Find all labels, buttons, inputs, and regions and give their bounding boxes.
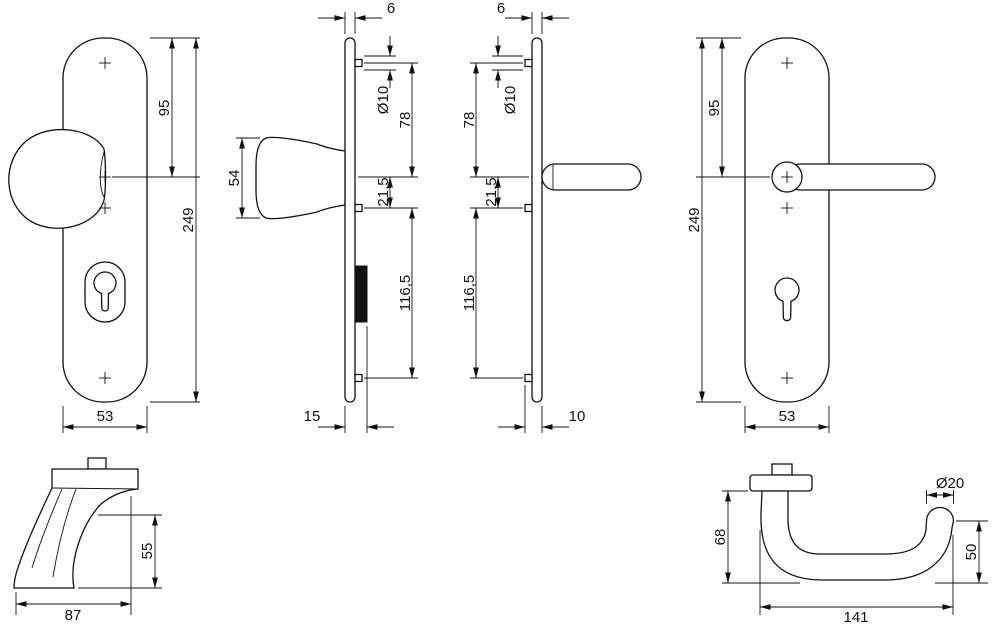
view-front-knob-plate: 95 249 53 <box>8 37 200 433</box>
lever-front <box>786 163 936 191</box>
dim-label-d10: Ø10 <box>502 86 519 114</box>
lever-rosette-profile <box>749 474 813 492</box>
euro-cylinder-keyhole <box>93 271 117 312</box>
lever-profile <box>541 163 642 191</box>
dim-label-15: 15 <box>304 408 321 425</box>
dim-d20: Ø20 <box>926 475 964 504</box>
dim-55: 55 <box>78 514 162 589</box>
dim-15-bottom: 15 <box>304 326 394 433</box>
cylinder-housing-section <box>354 265 368 323</box>
knob-contour-line-2 <box>52 488 77 578</box>
lever-spindle-nub <box>771 463 793 476</box>
knob-front <box>8 128 107 229</box>
dim-label-53: 53 <box>779 408 796 425</box>
cylinder-guard-outline <box>84 261 126 323</box>
dim-label-21-5: 21,5 <box>483 177 500 206</box>
dim-10-bottom: 10 <box>498 385 585 433</box>
dim-label-78: 78 <box>461 112 478 129</box>
knob-cap-underside-line <box>51 487 139 490</box>
screw-boss-top <box>524 58 533 68</box>
view-profile-knob: 6 54 Ø10 78 21,5 116,5 <box>226 0 418 433</box>
dim-label-53: 53 <box>97 408 114 425</box>
dim-chain-right: Ø10 78 21,5 116,5 <box>358 36 418 379</box>
dim-label-249: 249 <box>180 207 197 232</box>
dim-label-54: 54 <box>226 170 243 187</box>
view-profile-lever: 6 Ø10 78 21,5 116,5 10 <box>461 0 642 433</box>
dim-label-249: 249 <box>686 207 703 232</box>
screw-boss-bottom <box>354 373 363 383</box>
knob-profile <box>255 136 346 220</box>
dim-54: 54 <box>226 137 260 219</box>
dim-label-6: 6 <box>497 0 505 17</box>
backplate-outline <box>744 37 830 403</box>
dim-label-78: 78 <box>397 112 414 129</box>
dim-50: 50 <box>935 520 988 584</box>
dim-53: 53 <box>744 406 830 433</box>
dim-249: 249 <box>150 38 200 403</box>
dim-label-10: 10 <box>569 408 586 425</box>
dim-label-68: 68 <box>712 529 729 546</box>
screw-marks <box>781 57 793 384</box>
lever-side-outline <box>760 490 955 581</box>
dim-label-55: 55 <box>139 543 156 560</box>
screw-boss-bottom <box>524 373 533 383</box>
dim-249: 249 <box>686 38 741 403</box>
knob-spindle-nub <box>87 457 107 470</box>
euro-cylinder-keyhole <box>774 277 800 322</box>
dim-label-50: 50 <box>963 544 980 561</box>
dim-label-d10: Ø10 <box>375 86 392 114</box>
dim-label-95: 95 <box>706 100 723 117</box>
dim-6-top: 6 <box>497 0 569 34</box>
dim-chain-left: Ø10 78 21,5 116,5 <box>461 36 529 379</box>
screw-boss-mid <box>354 203 363 213</box>
screw-marks <box>99 57 111 384</box>
backplate-profile <box>344 37 356 403</box>
dim-label-141: 141 <box>843 609 868 624</box>
screw-boss-top <box>354 58 363 68</box>
screw-boss-mid <box>524 203 533 213</box>
dim-label-21-5: 21,5 <box>375 177 392 206</box>
dim-6-top: 6 <box>318 0 395 34</box>
dim-label-6: 6 <box>387 0 395 17</box>
dim-87: 87 <box>15 496 132 624</box>
view-knob-side: 55 87 <box>13 457 162 624</box>
knob-side-outline <box>13 468 139 589</box>
knob-contour-line <box>99 151 105 198</box>
backplate-profile <box>531 37 543 403</box>
dim-53: 53 <box>62 406 148 433</box>
view-lever-side: 68 Ø20 50 141 <box>712 463 988 624</box>
dim-95: 95 <box>112 37 200 178</box>
dim-label-d20: Ø20 <box>936 475 964 492</box>
dim-141: 141 <box>759 530 954 624</box>
view-front-lever-plate: 95 249 53 <box>686 37 936 433</box>
knob-contour-line-1 <box>31 488 63 569</box>
dim-label-116-5: 116,5 <box>461 275 478 311</box>
dim-68: 68 <box>712 490 800 584</box>
dim-label-87: 87 <box>65 607 82 624</box>
dim-label-95: 95 <box>156 100 173 117</box>
dim-label-116-5: 116,5 <box>397 275 414 311</box>
